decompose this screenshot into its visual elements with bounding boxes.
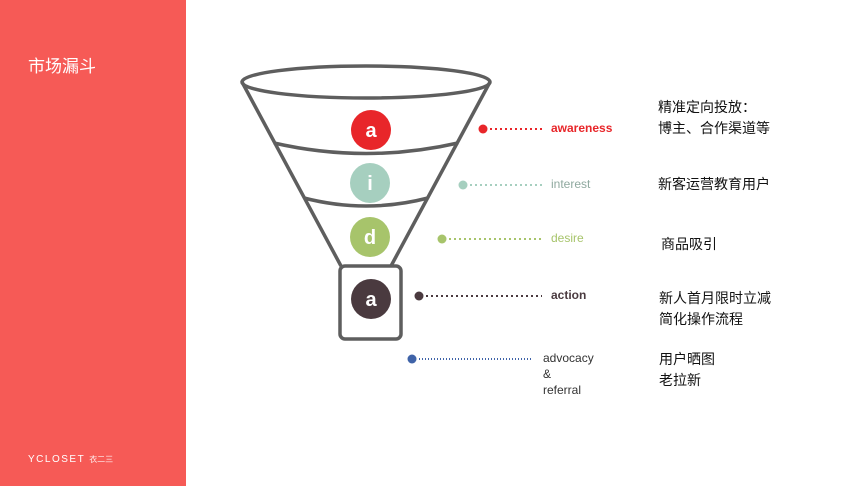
stage-letter-awareness: a: [365, 120, 377, 142]
brand-name: YCLOSET: [28, 454, 86, 465]
desc-advocacy-line1: 用户晒图: [659, 352, 715, 368]
funnel-band-2: [303, 196, 429, 208]
funnel-band-1: [273, 141, 459, 156]
desc-interest: 新客运营教育用户: [658, 175, 770, 196]
desc-awareness-line2: 博主、合作渠道等: [658, 121, 770, 137]
stage-label-advocacy-line3: referral: [543, 383, 582, 397]
connector-dot-action: [414, 291, 424, 301]
desc-desire-line1: 商品吸引: [661, 237, 717, 253]
desc-awareness: 精准定向投放： 博主、合作渠道等: [658, 98, 770, 140]
desc-interest-line1: 新客运营教育用户: [658, 177, 770, 193]
desc-action-line1: 新人首月限时立减: [659, 291, 771, 307]
stage-label-interest: interest: [551, 177, 591, 191]
desc-advocacy-line2: 老拉新: [659, 373, 701, 389]
funnel-rim: [240, 64, 492, 100]
stage-circle-awareness: [351, 110, 391, 150]
stage-label-advocacy-line1: advocacy: [543, 351, 594, 365]
stage-label-desire: desire: [551, 231, 584, 245]
connector-dot-desire: [437, 234, 447, 244]
stage-circle-desire: [350, 217, 390, 257]
desc-action: 新人首月限时立减 简化操作流程: [659, 289, 771, 331]
desc-desire: 商品吸引: [661, 235, 717, 256]
stage-circle-action: [351, 279, 391, 319]
funnel-side-left: [240, 81, 343, 267]
stage-label-advocacy: advocacy & referral: [543, 350, 594, 398]
stage-circle-interest: [350, 163, 390, 203]
connector-dot-awareness: [478, 124, 488, 134]
connector-dot-interest: [458, 180, 468, 190]
stage-letter-action: a: [365, 289, 377, 311]
slide-title: 市场漏斗: [28, 57, 96, 77]
desc-awareness-line1: 精准定向投放：: [658, 100, 756, 116]
stage-label-awareness: awareness: [551, 121, 613, 135]
desc-action-line2: 简化操作流程: [659, 312, 743, 328]
connector-dot-advocacy: [407, 354, 417, 364]
funnel-spout: [338, 264, 403, 341]
stage-label-advocacy-line2: &: [543, 367, 552, 381]
stage-letter-desire: d: [364, 227, 376, 249]
stage-letter-interest: i: [367, 173, 373, 195]
desc-advocacy: 用户晒图 老拉新: [659, 350, 715, 392]
funnel-side-right: [389, 81, 492, 267]
stage-label-action: action: [551, 288, 587, 302]
brand-sub: 衣二三: [89, 455, 114, 464]
